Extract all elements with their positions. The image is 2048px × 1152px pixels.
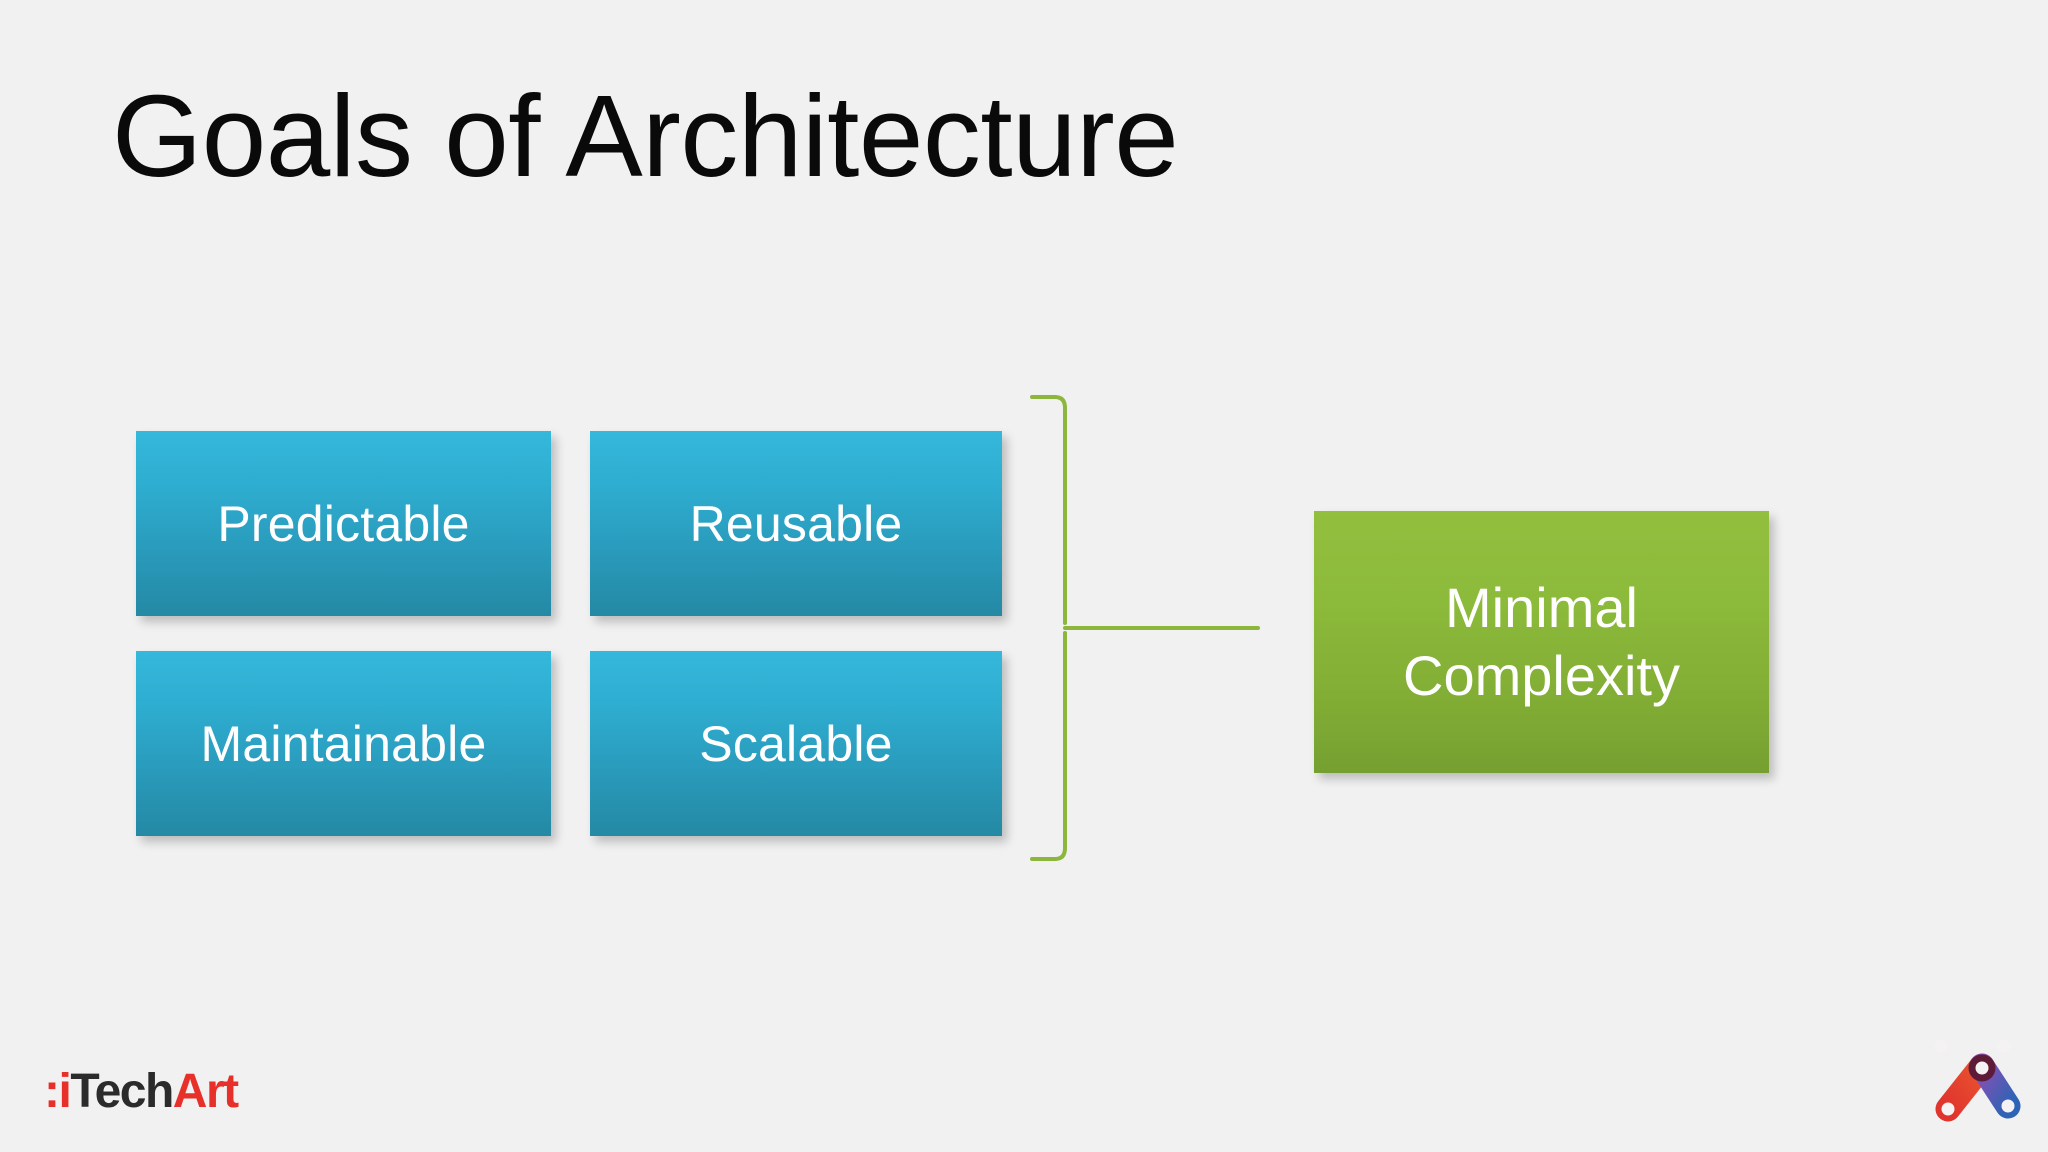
goal-box-reusable[interactable]: Reusable [590, 431, 1002, 616]
logo-segment-center [1968, 1054, 1996, 1082]
goal-box-label: Reusable [689, 495, 903, 552]
itechart-logo-tech: Tech [70, 1065, 174, 1118]
itechart-logo-i: i [58, 1065, 71, 1118]
grouping-bracket-icon [1030, 395, 1260, 861]
result-box-label-line-1: Minimal [1445, 575, 1638, 639]
goal-box-scalable[interactable]: Scalable [590, 651, 1002, 836]
goal-box-label: Scalable [699, 715, 893, 772]
logo-segment-orange [1928, 1033, 1954, 1095]
itechart-logo: :iTechArt [44, 1065, 239, 1118]
logo-segment-teal [1991, 1033, 2017, 1095]
page-title: Goals of Architecture [112, 71, 1179, 201]
itechart-logo-art: Art [172, 1065, 239, 1118]
result-box-label-line-2: Complexity [1403, 644, 1680, 707]
result-box-label: Minimal Complexity [1403, 574, 1680, 711]
goal-box-predictable[interactable]: Predictable [136, 431, 551, 616]
goal-box-label: Predictable [217, 495, 470, 552]
goal-box-maintainable[interactable]: Maintainable [136, 651, 551, 836]
itechart-logo-colon: : [44, 1065, 60, 1118]
goal-box-label: Maintainable [200, 715, 487, 772]
w-link-logo-icon [1928, 1033, 2021, 1122]
result-box-minimal-complexity[interactable]: Minimal Complexity [1314, 511, 1769, 773]
